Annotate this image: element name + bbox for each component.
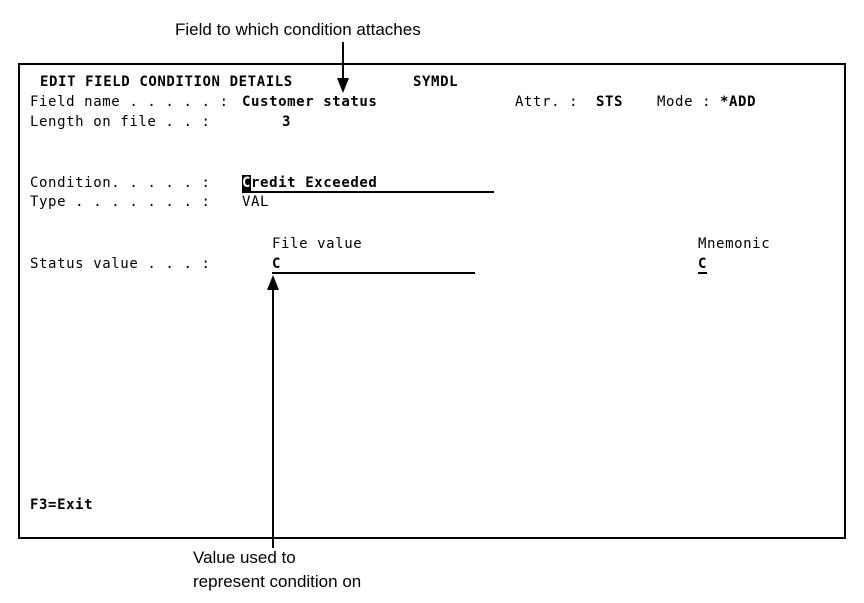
mode-label: Mode :: [657, 94, 712, 110]
program-name: SYMDL: [413, 74, 459, 90]
terminal-screen: EDIT FIELD CONDITION DETAILS SYMDL Field…: [18, 63, 846, 539]
type-label: Type . . . . . . . :: [30, 194, 211, 210]
field-name-label: Field name . . . . . :: [30, 94, 229, 110]
annotation-bottom-2: represent condition on: [193, 572, 362, 591]
annotation-top: Field to which condition attaches: [175, 20, 421, 39]
arrow-bottom: [267, 275, 279, 548]
condition-value: redit Exceeded: [251, 175, 378, 191]
field-name-value: Customer status: [242, 94, 378, 110]
file-value-input[interactable]: C: [272, 256, 475, 274]
length-value: 3: [282, 114, 292, 130]
mnemonic-header: Mnemonic: [698, 236, 771, 252]
attr-value: STS: [596, 94, 624, 110]
type-value: VAL: [242, 194, 270, 210]
status-value-label: Status value . . . :: [30, 256, 211, 272]
annotation-bottom-1: Value used to: [193, 548, 296, 567]
screen-title: EDIT FIELD CONDITION DETAILS: [40, 74, 293, 90]
condition-label: Condition. . . . . :: [30, 175, 211, 191]
cursor: C: [242, 175, 252, 191]
f3-exit-key[interactable]: F3=Exit: [30, 497, 94, 513]
length-label: Length on file . . :: [30, 114, 211, 130]
mode-value: *ADD: [720, 94, 757, 110]
condition-input[interactable]: Credit Exceeded: [242, 175, 494, 193]
arrow-top: [337, 42, 349, 93]
file-value-header: File value: [272, 236, 363, 252]
attr-label: Attr. :: [515, 94, 579, 110]
mnemonic-input[interactable]: C: [698, 256, 708, 274]
